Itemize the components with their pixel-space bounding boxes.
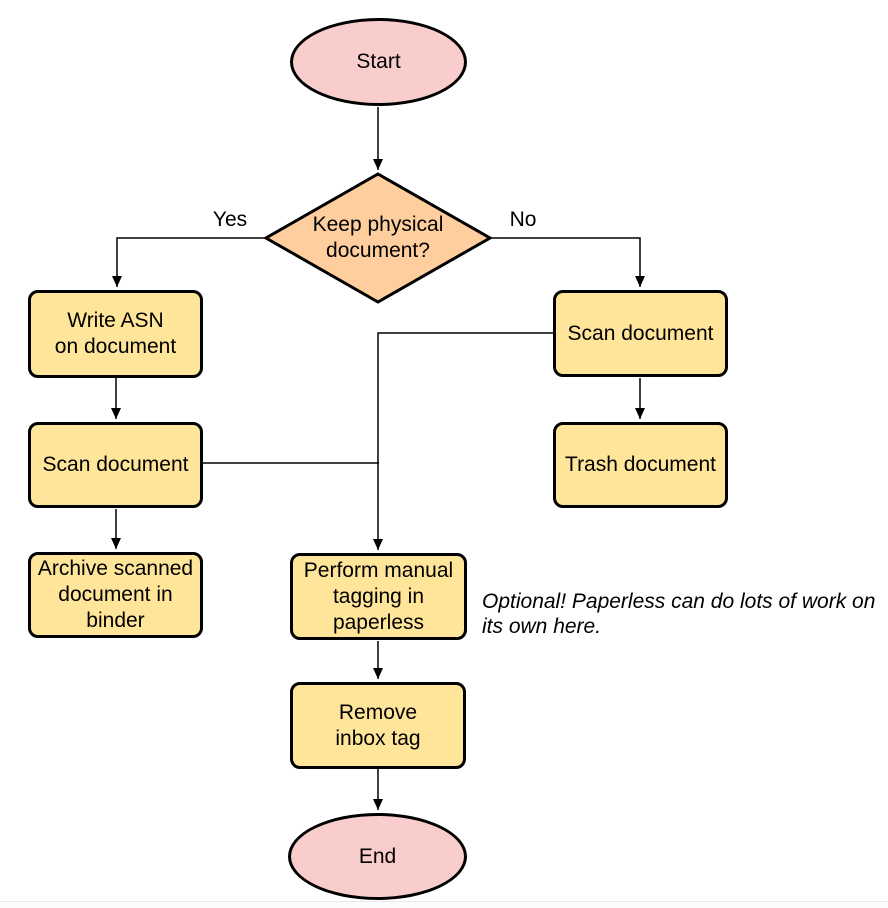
edge-label-yes: Yes (205, 209, 255, 230)
node-label: Archive scanned document in binder (37, 557, 194, 632)
node-scan-document-right: Scan document (553, 290, 728, 377)
diamond-shape (264, 172, 492, 304)
node-perform-manual-tagging: Perform manual tagging in paperless (290, 553, 467, 640)
edge-decision-yes-to-write-asn (112, 237, 264, 287)
edge-label-no: No (499, 209, 547, 230)
node-end: End (288, 813, 467, 900)
node-label: Keep physical document? (312, 213, 444, 262)
node-label: End (358, 844, 397, 868)
node-label: Start (356, 50, 401, 73)
node-label: Write ASN on document (54, 309, 177, 358)
node-label: Trash document (565, 453, 716, 476)
node-decision-keep-physical-document: Keep physical document? (264, 172, 492, 304)
node-label: Remove inbox tag (335, 700, 421, 750)
node-remove-inbox-tag: Remove inbox tag (290, 682, 466, 769)
node-label: Scan document (567, 321, 714, 345)
page-bottom-divider (0, 901, 888, 908)
edge-decision-no-to-scan-right (492, 237, 645, 287)
node-scan-document-left: Scan document (28, 422, 203, 508)
note-optional-paperless: Optional! Paperless can do lots of work … (482, 590, 876, 638)
node-trash-document: Trash document (553, 422, 728, 508)
node-archive-scanned-document: Archive scanned document in binder (28, 552, 203, 638)
edge-scan-right-to-tagging (373, 332, 553, 550)
node-label: Scan document (42, 453, 189, 476)
node-write-asn-on-document: Write ASN on document (28, 290, 203, 378)
node-start: Start (290, 18, 467, 106)
node-label: Perform manual tagging in paperless (303, 558, 454, 634)
